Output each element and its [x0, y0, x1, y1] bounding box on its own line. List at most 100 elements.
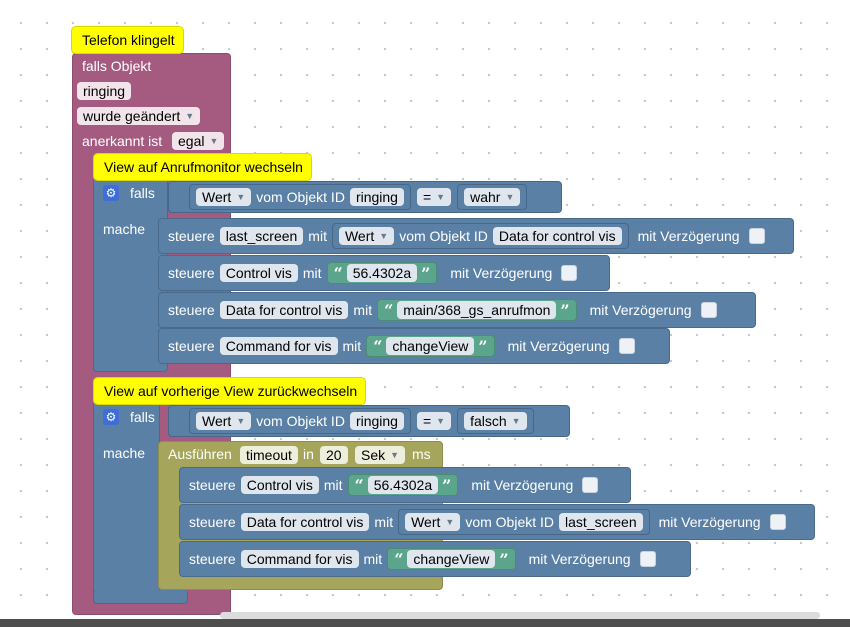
text-field[interactable]: changeView: [386, 337, 475, 355]
block1-comment[interactable]: View auf Anrufmonitor wechseln: [96, 156, 309, 178]
quote-open-icon: “: [354, 475, 364, 495]
delay-label: mit Verzögerung: [471, 477, 574, 493]
gear-icon[interactable]: ⚙: [103, 409, 119, 425]
ausfuehren-label: Ausführen: [168, 446, 232, 462]
chevron-down-icon: ▼: [436, 416, 446, 426]
text-field[interactable]: 56.4302a: [367, 476, 439, 494]
bottom-bar: [0, 619, 850, 627]
bool-dropdown[interactable]: wahr▼: [464, 188, 521, 206]
target-field[interactable]: Data for control vis: [219, 301, 349, 319]
if-block-2-footer: [93, 590, 188, 604]
timeout-name-field[interactable]: timeout: [240, 446, 298, 464]
text-value[interactable]: “ 56.4302a ”: [347, 474, 459, 496]
target-field[interactable]: Data for control vis: [240, 513, 370, 531]
chevron-down-icon: ▼: [505, 192, 515, 202]
quote-close-icon: ”: [499, 549, 509, 569]
wert-dropdown[interactable]: Wert▼: [338, 227, 395, 245]
trigger-change-dropdown[interactable]: wurde geändert▼: [77, 107, 201, 125]
timeout-amount-field[interactable]: 20: [320, 446, 348, 464]
target-field[interactable]: Control vis: [219, 264, 298, 282]
delay-checkbox[interactable]: [769, 514, 786, 530]
mit-label: mit: [342, 338, 362, 354]
chevron-down-icon: ▼: [209, 136, 219, 146]
get-value[interactable]: Wert▼ vom Objekt ID last_screen: [398, 509, 650, 535]
block2-condition[interactable]: Wert▼ vom Objekt ID ringing =▼ falsch▼: [168, 405, 570, 437]
steuere-label: steuere: [189, 514, 236, 530]
quote-open-icon: “: [384, 300, 394, 320]
trigger-object-field[interactable]: ringing: [77, 82, 132, 100]
control-statement[interactable]: steuere Control vis mit “ 56.4302a ” mit…: [158, 255, 610, 291]
block1-mache-label: mache: [103, 221, 146, 237]
object-id-field[interactable]: ringing: [349, 412, 404, 430]
bool-value[interactable]: falsch▼: [457, 408, 534, 434]
vom-objekt-label: vom Objekt ID: [256, 413, 345, 429]
delay-checkbox[interactable]: [700, 302, 717, 318]
delay-checkbox[interactable]: [582, 477, 599, 493]
block1-falls-label: falls: [130, 185, 155, 201]
trigger-object-id: ringing: [83, 83, 126, 99]
text-field[interactable]: changeView: [407, 550, 496, 568]
chevron-down-icon: ▼: [390, 450, 400, 460]
anerkannt-dropdown[interactable]: egal▼: [172, 132, 225, 150]
control-statement[interactable]: steuere Command for vis mit “ changeView…: [158, 328, 670, 364]
delay-label: mit Verzögerung: [589, 302, 692, 318]
if-block-2[interactable]: [93, 401, 160, 604]
control-statement[interactable]: steuere Data for control vis mit Wert▼ v…: [179, 504, 815, 540]
unit-label: Sek: [361, 447, 386, 463]
object-id-field[interactable]: ringing: [349, 188, 404, 206]
delay-checkbox[interactable]: [618, 338, 635, 354]
bool-value[interactable]: wahr▼: [457, 184, 528, 210]
quote-open-icon: “: [373, 336, 383, 356]
quote-close-icon: ”: [560, 300, 570, 320]
horizontal-scrollbar[interactable]: [220, 612, 820, 619]
get-value[interactable]: Wert▼ vom Objekt ID Data for control vis: [331, 223, 629, 249]
gear-icon[interactable]: ⚙: [103, 185, 119, 201]
wert-dropdown[interactable]: Wert▼: [405, 513, 461, 531]
control-statement[interactable]: steuere last_screen mit Wert▼ vom Objekt…: [158, 218, 794, 254]
block2-comment[interactable]: View auf vorherige View zurückwechseln: [96, 380, 364, 402]
trigger-comment[interactable]: Telefon klingelt: [74, 29, 181, 51]
text-value[interactable]: “ 56.4302a ”: [326, 262, 438, 284]
text-value[interactable]: “ changeView ”: [387, 548, 516, 570]
compare-op-dropdown[interactable]: =▼: [416, 412, 452, 430]
delay-checkbox[interactable]: [639, 551, 656, 567]
control-statement[interactable]: steuere Data for control vis mit “ main/…: [158, 292, 756, 328]
quote-open-icon: “: [333, 263, 343, 283]
chevron-down-icon: ▼: [436, 192, 446, 202]
delay-checkbox[interactable]: [748, 228, 765, 244]
compare-op-dropdown[interactable]: =▼: [416, 188, 452, 206]
block2-falls-label: falls: [130, 409, 155, 425]
vom-objekt-label: vom Objekt ID: [399, 228, 488, 244]
if-block-1[interactable]: [93, 177, 168, 372]
chevron-down-icon: ▼: [511, 416, 521, 426]
text-value[interactable]: “ changeView ”: [366, 335, 495, 357]
text-value[interactable]: “ main/368_gs_anrufmon ”: [377, 299, 577, 321]
block1-get-value[interactable]: Wert▼ vom Objekt ID ringing: [189, 184, 411, 210]
text-field[interactable]: main/368_gs_anrufmon: [397, 301, 557, 319]
steuere-label: steuere: [168, 228, 215, 244]
text-field[interactable]: 56.4302a: [346, 264, 418, 282]
target-field[interactable]: Control vis: [240, 476, 319, 494]
source-field[interactable]: last_screen: [559, 513, 643, 531]
control-statement[interactable]: steuere Control vis mit “ 56.4302a ” mit…: [179, 467, 631, 503]
wert-dropdown[interactable]: Wert▼: [196, 412, 252, 430]
falls-objekt-label: falls Objekt: [82, 58, 152, 74]
target-field[interactable]: Command for vis: [219, 337, 338, 355]
steuere-label: steuere: [168, 338, 215, 354]
wert-label: Wert: [344, 228, 375, 244]
delay-checkbox[interactable]: [561, 265, 578, 281]
wert-label: Wert: [202, 413, 232, 429]
wert-dropdown[interactable]: Wert▼: [196, 188, 252, 206]
timeout-unit-dropdown[interactable]: Sek ▼: [355, 446, 406, 464]
mit-label: mit: [323, 477, 343, 493]
target-field[interactable]: last_screen: [219, 227, 304, 245]
mit-label: mit: [302, 265, 322, 281]
block2-get-value[interactable]: Wert▼ vom Objekt ID ringing: [189, 408, 411, 434]
steuere-label: steuere: [168, 302, 215, 318]
source-field[interactable]: Data for control vis: [492, 227, 622, 245]
trigger-change-label: wurde geändert: [83, 108, 181, 124]
bool-dropdown[interactable]: falsch▼: [464, 412, 527, 430]
block1-condition[interactable]: Wert▼ vom Objekt ID ringing =▼ wahr▼: [168, 181, 562, 213]
control-statement[interactable]: steuere Command for vis mit “ changeView…: [179, 541, 691, 577]
target-field[interactable]: Command for vis: [240, 550, 359, 568]
